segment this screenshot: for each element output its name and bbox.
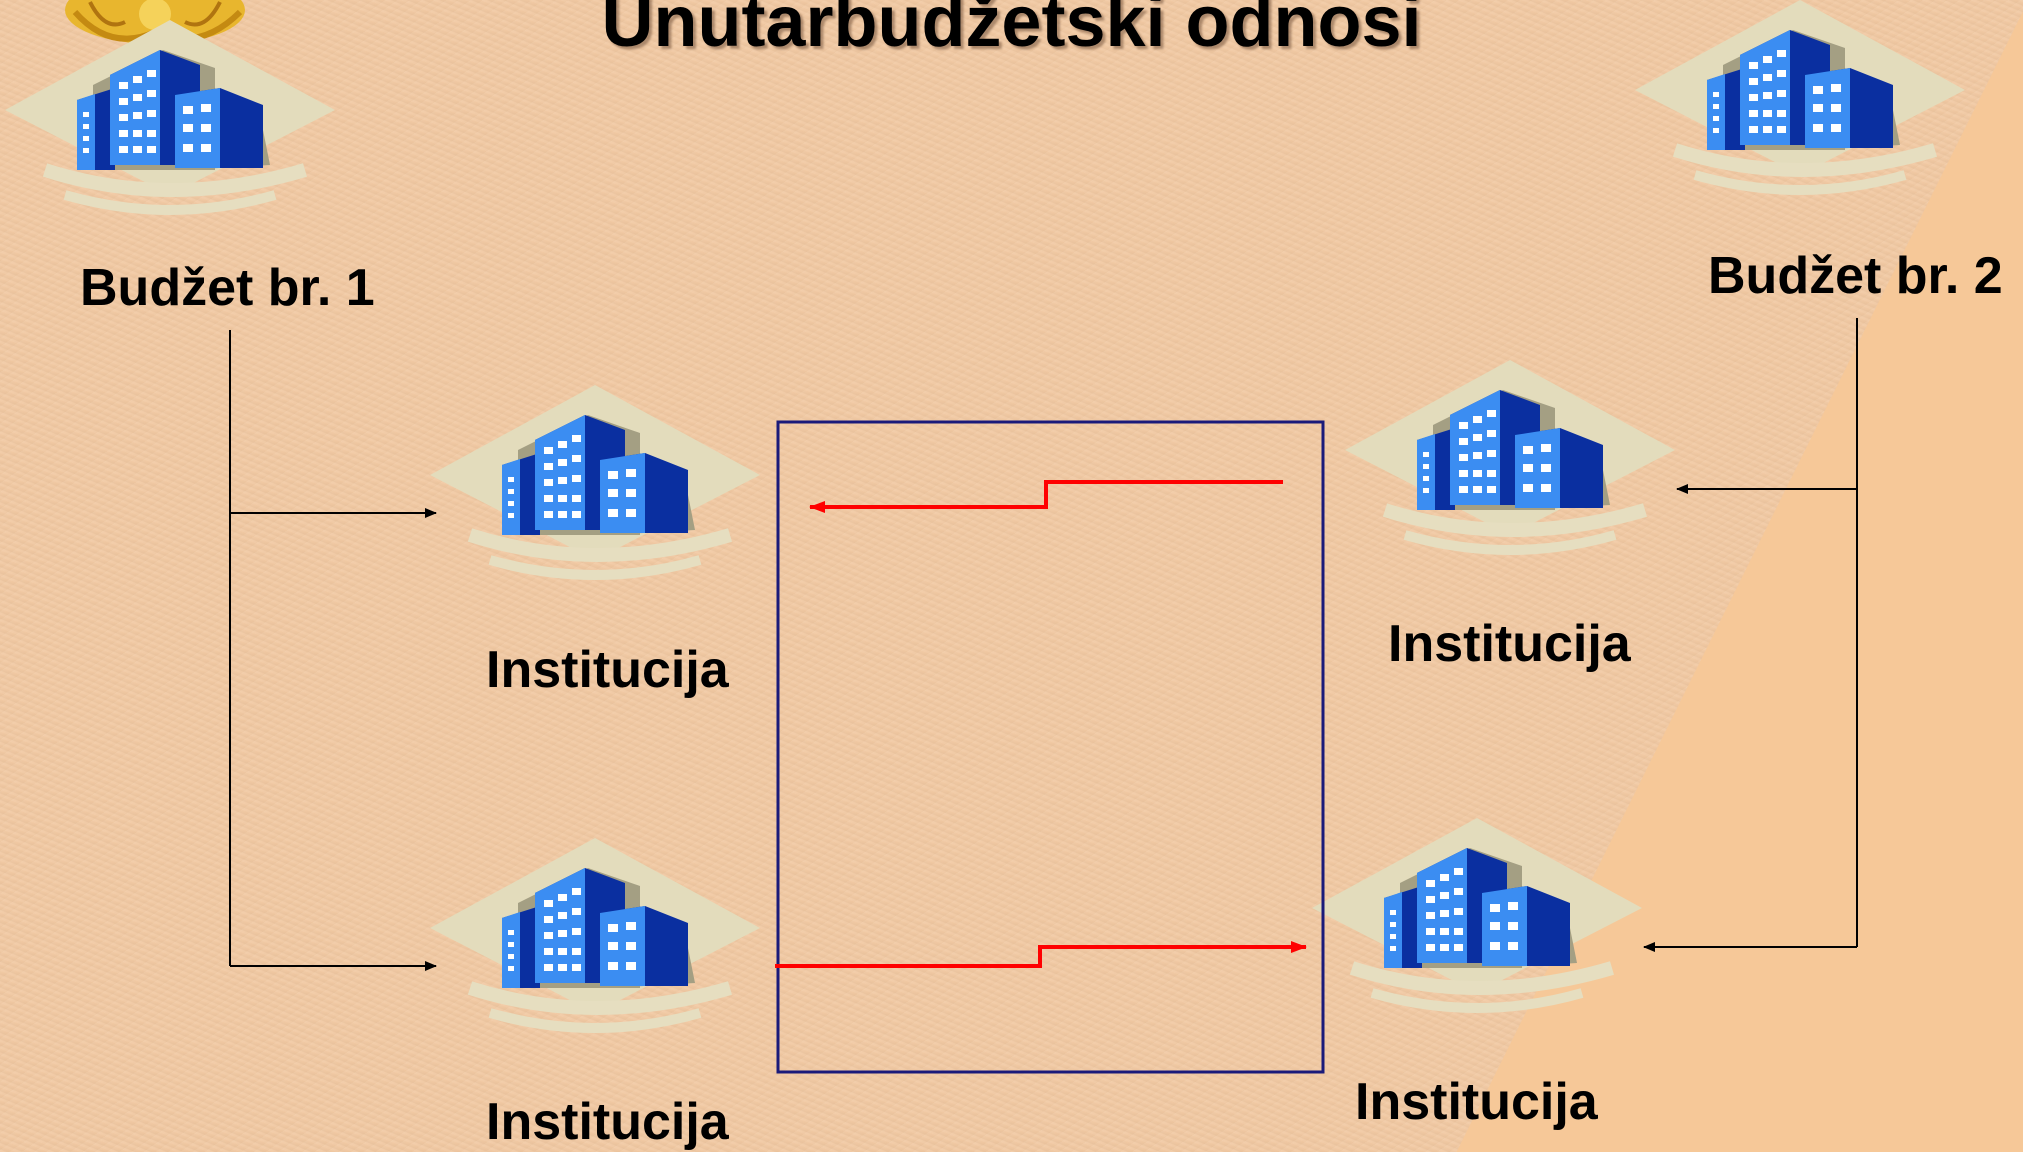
flow-arrow-institution-2-to-institution-1 bbox=[809, 480, 1283, 513]
institution-3-label: Institucija bbox=[486, 1093, 729, 1151]
budget-2-label: Budžet br. 2 bbox=[1708, 247, 2003, 305]
inter-budget-frame bbox=[776, 420, 1325, 1074]
institution-4-label: Institucija bbox=[1355, 1073, 1598, 1131]
budget-1-label: Budžet br. 1 bbox=[80, 259, 375, 317]
institution-2-label: Institucija bbox=[1388, 615, 1631, 673]
page-title: Unutarbudžetski odnosi bbox=[601, 0, 1422, 62]
institution-1-label: Institucija bbox=[486, 641, 729, 699]
flow-arrow-institution-3-to-institution-4 bbox=[775, 941, 1307, 968]
